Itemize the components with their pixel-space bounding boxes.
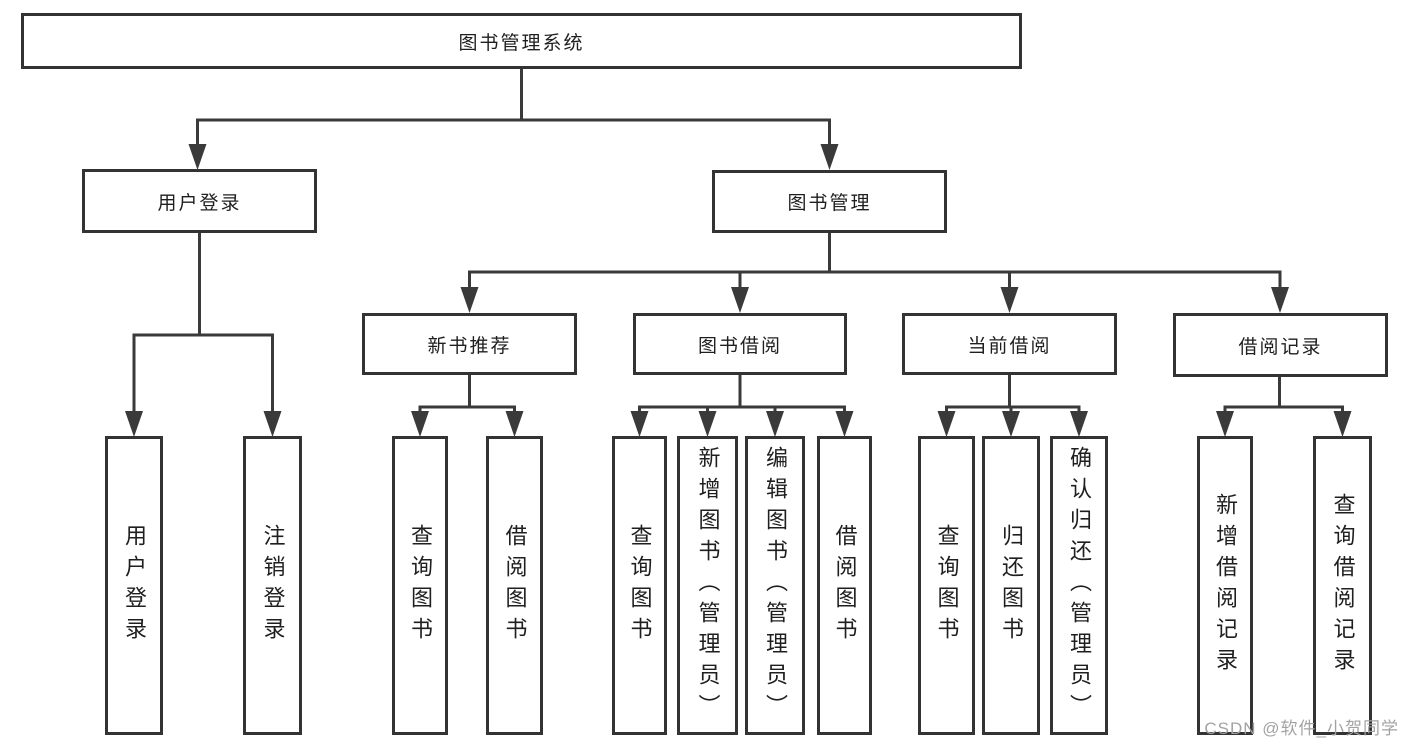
leaf-nbr-borrow-books-label: 借阅图书 (502, 523, 528, 648)
leaf-user-login-label: 用户登录 (122, 523, 147, 648)
leaf-bb-query-books-label: 查询图书 (627, 523, 653, 648)
leaf-nbr-query-books-label: 查询图书 (408, 523, 433, 648)
leaf-bb-add-books: 新增图书（管理员） (677, 436, 738, 735)
leaf-nbr-query-books: 查询图书 (392, 436, 448, 735)
leaf-cb-return-books-label: 归还图书 (999, 523, 1024, 648)
node-new-book-recommend: 新书推荐 (362, 313, 577, 375)
node-user-login: 用户登录 (82, 169, 317, 233)
leaf-cb-return-books: 归还图书 (982, 436, 1040, 735)
node-current-borrow-label: 当前借阅 (967, 335, 1052, 357)
leaf-br-add-record-label: 新增借阅记录 (1213, 492, 1238, 679)
node-root-label: 图书管理系统 (458, 32, 585, 54)
leaf-br-add-record: 新增借阅记录 (1197, 436, 1253, 735)
node-book-management: 图书管理 (712, 170, 947, 233)
node-book-management-label: 图书管理 (787, 193, 872, 214)
csdn-watermark: CSDN @软件_小贺同学 (1204, 719, 1399, 738)
node-new-book-recommend-label: 新书推荐 (427, 335, 512, 357)
leaf-bb-borrow-books-label: 借阅图书 (832, 523, 858, 648)
leaf-bb-borrow-books: 借阅图书 (817, 436, 872, 735)
leaf-br-query-record-label: 查询借阅记录 (1330, 492, 1356, 679)
node-root: 图书管理系统 (21, 13, 1022, 69)
node-book-borrow-label: 图书借阅 (697, 335, 782, 357)
node-user-login-label: 用户登录 (157, 192, 242, 214)
leaf-logout-label: 注销登录 (260, 523, 286, 648)
leaf-bb-edit-books: 编辑图书（管理员） (745, 436, 805, 735)
leaf-nbr-borrow-books: 借阅图书 (486, 436, 543, 735)
node-borrow-records: 借阅记录 (1173, 313, 1388, 377)
leaf-br-query-record: 查询借阅记录 (1313, 436, 1372, 735)
leaf-bb-add-books-label: 新增图书（管理员） (695, 446, 721, 725)
leaf-cb-confirm-return: 确认归还（管理员） (1050, 436, 1108, 735)
leaf-cb-query-books-label: 查询图书 (934, 523, 960, 648)
leaf-user-login: 用户登录 (105, 436, 163, 735)
node-borrow-records-label: 借阅记录 (1238, 336, 1323, 358)
node-current-borrow: 当前借阅 (902, 313, 1117, 375)
leaf-bb-query-books: 查询图书 (612, 436, 667, 735)
leaf-cb-confirm-return-label: 确认归还（管理员） (1067, 446, 1092, 725)
leaf-logout: 注销登录 (243, 436, 302, 735)
node-book-borrow: 图书借阅 (633, 313, 847, 375)
leaf-bb-edit-books-label: 编辑图书（管理员） (763, 446, 788, 725)
leaf-cb-query-books: 查询图书 (918, 436, 975, 735)
